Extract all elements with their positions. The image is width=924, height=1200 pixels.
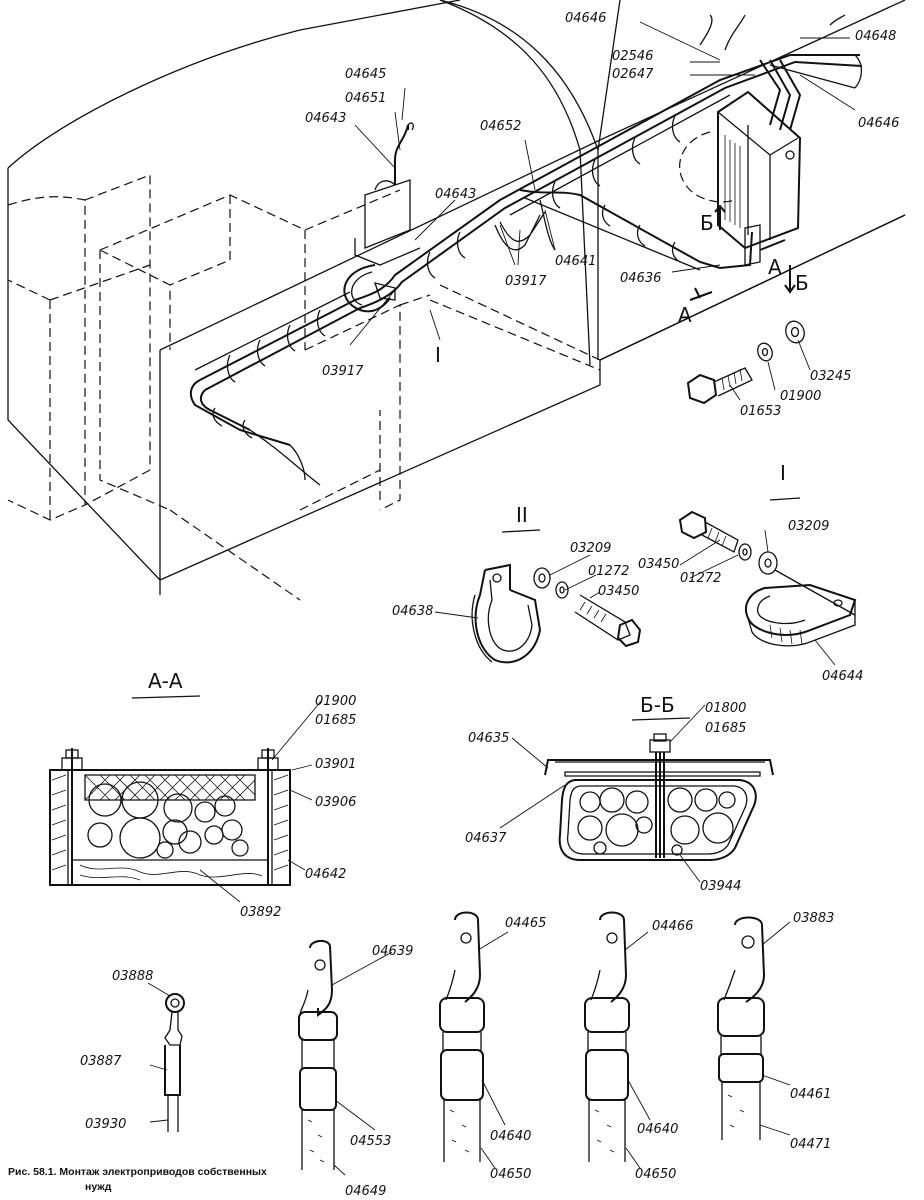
section-bb — [544, 733, 774, 861]
label-01800-bb: 01800 — [705, 701, 746, 716]
label-03450-a: 03450 — [598, 584, 639, 599]
label-04466: 04466 — [652, 919, 693, 934]
lug-04639 — [298, 940, 338, 1170]
label-04642: 04642 — [305, 867, 346, 882]
label-04644: 04644 — [822, 669, 863, 684]
label-03887: 03887 — [80, 1054, 122, 1069]
label-03209-a: 03209 — [570, 541, 611, 556]
part-labels: 04646 04648 02546 02647 04646 04645 0465… — [80, 11, 899, 1199]
label-04652: 04652 — [480, 119, 521, 134]
label-04638: 04638 — [392, 604, 433, 619]
label-04465: 04465 — [505, 916, 546, 931]
label-section-bb: Б-Б — [640, 693, 675, 717]
label-04646-right: 04646 — [858, 116, 899, 131]
label-04553: 04553 — [350, 1134, 391, 1149]
label-04650-a: 04650 — [490, 1167, 531, 1182]
main-isometric-view — [7, 0, 906, 601]
label-03930: 03930 — [85, 1117, 126, 1132]
label-01272-b: 01272 — [680, 571, 721, 586]
label-cut-b1: Б — [700, 211, 714, 235]
leader-lines — [147, 21, 856, 1176]
label-01272-a: 01272 — [588, 564, 629, 579]
label-04636: 04636 — [620, 271, 661, 286]
lug-04466 — [584, 911, 630, 1162]
caption-line-1: Рис. 58.1. Монтаж электроприводов собств… — [8, 1166, 267, 1178]
label-03917-a: 03917 — [505, 274, 547, 289]
view-ii-underline — [501, 529, 541, 533]
label-04635: 04635 — [468, 731, 509, 746]
label-cut-b2: Б — [795, 271, 809, 295]
control-box — [717, 90, 802, 250]
label-04641: 04641 — [555, 254, 596, 269]
cut-line-a — [689, 239, 786, 301]
hidden-outline-bottom — [169, 469, 381, 601]
section-aa-underline — [131, 695, 201, 699]
hidden-outline-mid — [99, 194, 401, 511]
label-04651: 04651 — [345, 91, 386, 106]
label-02546: 02546 — [612, 49, 653, 64]
label-04643-a: 04643 — [305, 111, 346, 126]
label-04646-top: 04646 — [565, 11, 606, 26]
label-view-i: I — [780, 461, 786, 485]
label-view-i-ref: I — [435, 343, 441, 367]
label-04461: 04461 — [790, 1087, 831, 1102]
label-03892: 03892 — [240, 905, 281, 920]
label-04643-b: 04643 — [435, 187, 476, 202]
section-bb-underline — [631, 717, 691, 721]
view-i-underline — [769, 497, 801, 501]
label-03917-b: 03917 — [322, 364, 364, 379]
label-03944: 03944 — [700, 879, 741, 894]
label-04471: 04471 — [790, 1137, 831, 1152]
label-view-ii: II — [516, 503, 528, 527]
label-03209-b: 03209 — [788, 519, 829, 534]
label-04637: 04637 — [465, 831, 507, 846]
label-03906: 03906 — [315, 795, 356, 810]
label-04645: 04645 — [345, 67, 386, 82]
label-01653: 01653 — [740, 404, 781, 419]
label-04648: 04648 — [855, 29, 896, 44]
label-04640-b: 04640 — [637, 1122, 678, 1137]
lug-03888 — [164, 993, 185, 1132]
label-03883: 03883 — [793, 911, 834, 926]
label-01685-bb: 01685 — [705, 721, 746, 736]
label-04639: 04639 — [372, 944, 413, 959]
label-03888: 03888 — [112, 969, 153, 984]
housing-outline — [7, 0, 906, 595]
label-01900: 01900 — [780, 389, 821, 404]
label-04640-a: 04640 — [490, 1129, 531, 1144]
label-04650-b: 04650 — [635, 1167, 676, 1182]
label-01685-aa: 01685 — [315, 713, 356, 728]
side-face — [599, 214, 906, 361]
figure-caption: Рис. 58.1. Монтаж электроприводов собств… — [8, 1166, 267, 1193]
label-03245: 03245 — [810, 369, 851, 384]
label-01900-aa: 01900 — [315, 694, 356, 709]
label-section-aa: А-А — [148, 669, 183, 693]
label-cut-a1: А — [768, 255, 782, 279]
section-aa — [49, 748, 291, 886]
caption-line-2: нужд — [85, 1181, 112, 1193]
view-i-clamp — [678, 510, 857, 647]
label-03901: 03901 — [315, 757, 356, 772]
label-04649: 04649 — [345, 1184, 386, 1199]
hidden-outline-left — [7, 174, 151, 521]
hidden-outline-right — [304, 189, 601, 500]
lug-04465 — [439, 911, 485, 1162]
housing-curve-right — [439, 0, 591, 366]
housing-top-edge — [159, 0, 906, 580]
cut-line-b — [714, 204, 796, 294]
label-03450-b: 03450 — [638, 557, 679, 572]
lug-03883 — [717, 916, 766, 1140]
label-02647: 02647 — [612, 67, 654, 82]
view-ii-clamp — [471, 563, 642, 664]
cable-bundle — [189, 14, 863, 486]
label-cut-a2: А — [678, 303, 692, 327]
hidden-cylinder — [679, 131, 736, 203]
